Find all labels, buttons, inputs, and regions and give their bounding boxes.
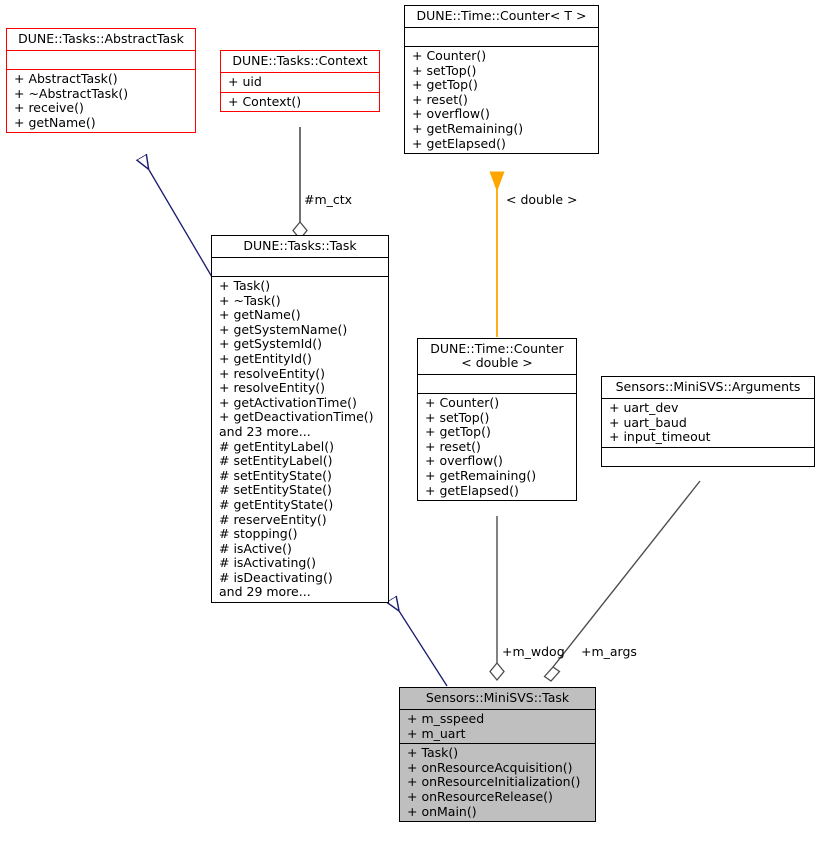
class-member: # stopping() [219, 526, 298, 542]
class-member-more: and 23 more... [219, 423, 311, 439]
class-title: Sensors::MiniSVS::Arguments [615, 379, 801, 394]
class-member: + onResourceInitialization() [407, 774, 581, 790]
class-node-counter-double[interactable]: DUNE::Time::Counter < double > + Counter… [417, 338, 577, 502]
class-member: # setEntityState() [219, 467, 332, 483]
class-attributes [212, 257, 388, 276]
class-member: + getTop() [425, 424, 491, 440]
class-member: + Context() [228, 93, 302, 109]
class-node-arguments[interactable]: Sensors::MiniSVS::Arguments + uart_dev +… [601, 376, 815, 467]
edge-label-m-ctx: #m_ctx [304, 192, 353, 207]
class-member: + ~AbstractTask() [14, 85, 129, 101]
class-node-minisvs-task[interactable]: Sensors::MiniSVS::Task + m_sspeed + m_ua… [399, 687, 596, 823]
class-member: + uid [228, 74, 262, 89]
class-node-counter-t[interactable]: DUNE::Time::Counter< T > + Counter() + s… [404, 5, 599, 155]
class-attributes: + uid [221, 72, 379, 92]
class-member: + uart_baud [609, 414, 687, 430]
class-node-tasks-task[interactable]: DUNE::Tasks::Task + Task() + ~Task() + g… [211, 235, 389, 604]
class-member: + getRemaining() [425, 467, 537, 483]
class-attributes [7, 50, 195, 69]
class-node-abstract-task[interactable]: DUNE::Tasks::AbstractTask + AbstractTask… [6, 28, 196, 134]
class-member: + Counter() [412, 48, 487, 63]
class-member: # isDeactivating() [219, 569, 333, 585]
class-methods: + Context() [221, 91, 379, 112]
class-methods: + Task() + onResourceAcquisition() + onR… [400, 743, 595, 821]
class-member: + uart_dev [609, 400, 679, 415]
class-member: + getTop() [412, 77, 478, 93]
class-member: + getDeactivationTime() [219, 409, 374, 425]
class-node-context[interactable]: DUNE::Tasks::Context + uid + Context() [220, 50, 380, 113]
class-title: DUNE::Time::Counter < double > [418, 339, 576, 374]
edge-minisvs-inherits-task [392, 600, 448, 687]
class-member: + getActivationTime() [219, 394, 357, 410]
class-member: # getEntityState() [219, 496, 334, 512]
class-title: DUNE::Time::Counter< T > [416, 8, 587, 23]
class-methods: + AbstractTask() + ~AbstractTask() + rec… [7, 69, 195, 132]
class-member: + Task() [219, 278, 271, 293]
class-member: + resolveEntity() [219, 380, 325, 396]
class-title-line1: DUNE::Time::Counter [430, 341, 564, 356]
class-member: + resolveEntity() [219, 365, 325, 381]
class-member: + getName() [219, 307, 301, 323]
class-title-line2: < double > [461, 355, 533, 370]
edge-task-inherits-abstracttask [142, 158, 213, 278]
edge-label-double: < double > [506, 192, 578, 207]
class-member: + getEntityId() [219, 350, 312, 366]
class-title: DUNE::Tasks::Task [243, 238, 357, 253]
class-attributes: + uart_dev + uart_baud + input_timeout [602, 398, 814, 447]
class-member: # getEntityLabel() [219, 438, 334, 454]
class-member: + getName() [14, 114, 96, 130]
class-member: # isActive() [219, 540, 292, 556]
class-member: + receive() [14, 100, 84, 116]
class-member: + getSystemName() [219, 321, 348, 337]
class-member: + onResourceRelease() [407, 788, 553, 804]
class-member: # setEntityState() [219, 482, 332, 498]
class-methods: + Counter() + setTop() + getTop() + rese… [405, 46, 598, 153]
class-member: + reset() [412, 91, 468, 107]
class-member: + overflow() [425, 453, 503, 469]
class-methods: + Task() + ~Task() + getName() + getSyst… [212, 276, 388, 602]
class-attributes [405, 27, 598, 46]
edge-task-has-context [292, 127, 308, 241]
class-title: DUNE::Tasks::Context [232, 53, 368, 68]
class-member: # isActivating() [219, 555, 317, 571]
class-methods [602, 446, 814, 466]
class-member: + Counter() [425, 395, 500, 410]
class-member: + onMain() [407, 803, 477, 819]
class-member: + m_uart [407, 725, 466, 741]
class-member: + ~Task() [219, 292, 281, 308]
class-member: + onResourceAcquisition() [407, 759, 573, 775]
class-member: + setTop() [412, 62, 477, 78]
class-member: + AbstractTask() [14, 71, 118, 86]
edge-label-m-wdog: +m_wdog [502, 644, 565, 659]
class-member: + Task() [407, 745, 459, 761]
edge-label-m-args: +m_args [581, 644, 637, 659]
class-title: Sensors::MiniSVS::Task [425, 690, 570, 705]
class-member-more: and 29 more... [219, 584, 311, 600]
class-member: + setTop() [425, 409, 490, 425]
class-member: + getSystemId() [219, 336, 322, 352]
class-member: + getRemaining() [412, 120, 524, 136]
class-member: + input_timeout [609, 429, 711, 445]
class-methods: + Counter() + setTop() + getTop() + rese… [418, 393, 576, 500]
class-member: + m_sspeed [407, 711, 485, 726]
class-title: DUNE::Tasks::AbstractTask [18, 31, 184, 46]
class-member: + getElapsed() [425, 482, 519, 498]
class-member: + reset() [425, 438, 481, 454]
class-attributes [418, 374, 576, 393]
class-member: # reserveEntity() [219, 511, 327, 527]
class-attributes: + m_sspeed + m_uart [400, 709, 595, 743]
class-member: + getElapsed() [412, 135, 506, 151]
class-member: + overflow() [412, 106, 490, 122]
class-member: # setEntityLabel() [219, 453, 333, 469]
